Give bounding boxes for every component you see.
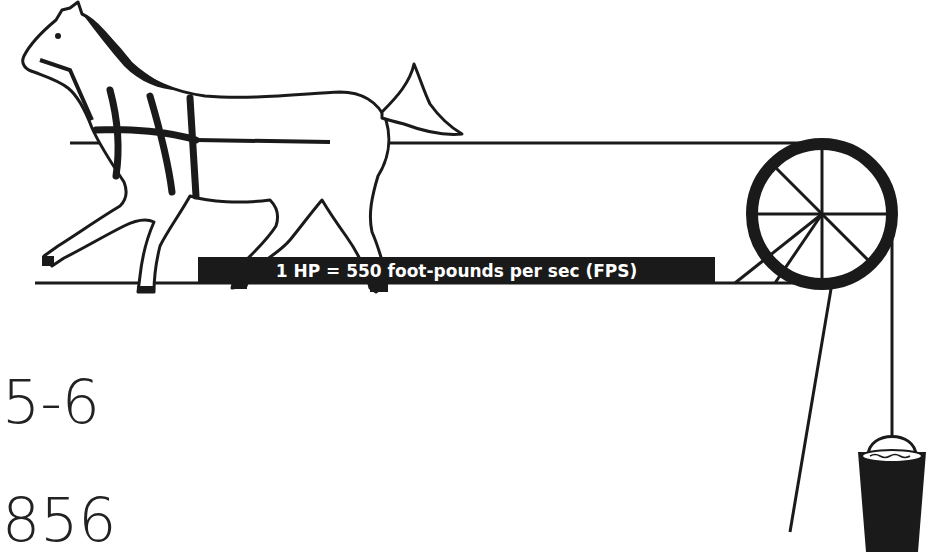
horse-eye bbox=[55, 33, 61, 39]
band-text: 1 HP = 550 foot-pounds per sec (FPS) bbox=[276, 261, 638, 281]
pulley-wheel bbox=[735, 144, 892, 284]
harness-strap bbox=[40, 60, 330, 142]
title-band: 1 HP = 550 foot-pounds per sec (FPS) bbox=[198, 257, 715, 284]
bucket-rope bbox=[891, 214, 894, 438]
harness bbox=[96, 90, 196, 196]
horse-tail bbox=[382, 64, 462, 134]
horse-mane bbox=[84, 16, 178, 90]
horse bbox=[23, 2, 389, 292]
large-number: 856 bbox=[2, 490, 117, 550]
stand-leg bbox=[790, 283, 832, 532]
large-number: 5-6 bbox=[2, 372, 100, 432]
bucket bbox=[858, 437, 926, 553]
